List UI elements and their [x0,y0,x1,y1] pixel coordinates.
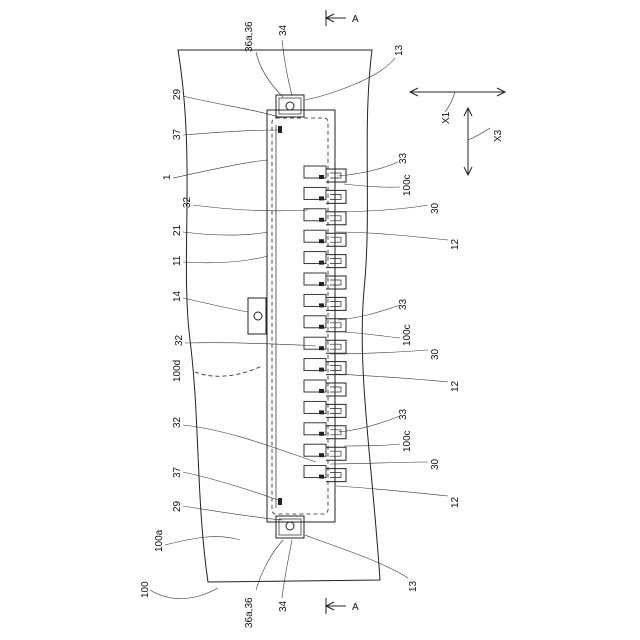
terminal-contact [319,303,324,307]
section-label-bottom: A [352,602,359,613]
ref-30-b: 30 [430,348,441,360]
ref-36a-36-top: 36a,36 [244,21,255,52]
ref-30-c: 30 [430,458,441,470]
axis-x3: X3 [464,108,504,175]
terminal-contact [319,432,324,436]
terminal-tail [326,319,346,332]
ref-100c-b: 100c [402,324,413,346]
terminal-tail [326,212,346,225]
ref-1: 1 [162,174,173,180]
ref-100d: 100d [172,360,183,382]
terminal-tail [326,233,346,246]
terminal-tail [326,362,346,375]
ref-12-c: 12 [450,496,461,508]
axis-label-x3: X3 [493,129,504,142]
section-label-top: A [352,14,359,25]
terminal-contact [319,282,324,286]
terminal-contact [319,475,324,479]
ref-32-a: 32 [182,196,193,208]
ref-11: 11 [172,255,183,266]
top-fitting [276,95,304,133]
bottom-fitting [276,498,304,538]
terminal-contact [319,325,324,329]
ref-36a-36-bottom: 36a,36 [244,597,255,628]
terminal-contact [319,453,324,457]
terminal-contact [319,239,324,243]
terminal-contact [319,389,324,393]
ref-100c-a: 100c [402,174,413,196]
leader-lines [150,40,448,599]
section-marker-bottom: A [326,598,359,614]
section-marker-top: A [326,10,359,26]
ref-100c-c: 100c [402,430,413,452]
ref-13-bottom: 13 [408,580,419,592]
axis-label-x1: X1 [441,111,452,124]
terminal-tail [326,447,346,460]
terminal-tail [326,276,346,289]
terminal-row [304,166,346,482]
ref-29-bottom: 29 [172,500,183,512]
mount-boss-14 [248,298,266,334]
terminal-contact [319,410,324,414]
terminal-contact [319,196,324,200]
ref-29-top: 29 [172,88,183,100]
ref-33-c: 33 [398,408,409,420]
terminal-contact [319,261,324,265]
ref-21: 21 [172,224,183,236]
ref-37-top: 37 [172,128,183,140]
terminal-tail [326,297,346,310]
terminal-contact [319,346,324,350]
terminal-tail [326,426,346,439]
ref-34-bottom: 34 [278,600,289,612]
axis-x1: X1 [410,88,505,124]
ref-100: 100 [140,581,151,598]
ref-34-top: 34 [278,24,289,36]
ref-30-a: 30 [430,202,441,214]
ref-12-a: 12 [450,238,461,250]
ref-32-c: 32 [172,416,183,428]
terminal-tail [326,383,346,396]
ref-12-b: 12 [450,380,461,392]
terminal-contact [319,175,324,179]
terminal-tail [326,469,346,482]
ref-100a: 100a [154,529,165,552]
terminal-tail [326,190,346,203]
region-100d [195,366,262,376]
ref-13-top: 13 [394,44,405,56]
ref-32-b: 32 [174,334,185,346]
ref-14: 14 [172,290,183,302]
terminal-contact [319,368,324,372]
terminal-tail [326,404,346,417]
terminal-tail [326,255,346,268]
ref-33-a: 33 [398,152,409,164]
ref-33-b: 33 [398,298,409,310]
terminal-contact [319,218,324,222]
ref-37-bottom: 37 [172,466,183,478]
terminal-tail [326,340,346,353]
